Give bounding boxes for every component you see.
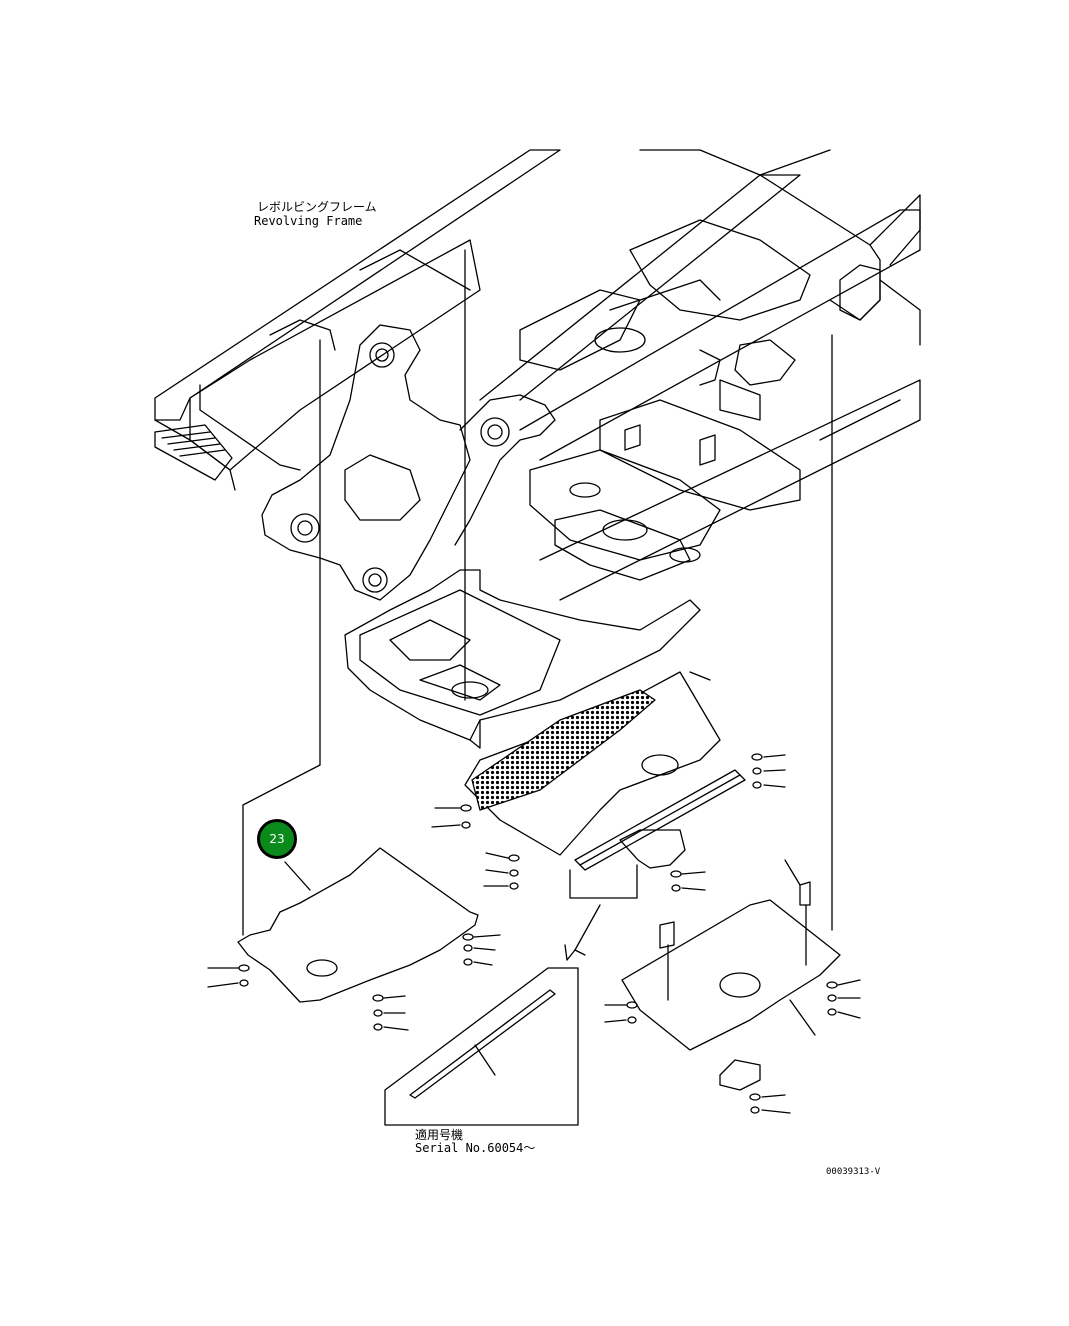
drawing-code: 00039313-V [826,1167,881,1177]
strip-and-cap [564,769,746,961]
revolving-frame-label-jp: レボルビングフレーム [257,200,377,214]
serial-label-jp: 適用号機 [415,1128,464,1142]
serial-variant-box [384,967,579,1126]
part-callout-23[interactable]: 23 [257,819,297,859]
left-cover-plate [237,847,479,1003]
mesh-cover-plate [464,671,721,856]
revolving-frame [154,149,921,931]
serial-label-en: Serial No.60054～ [415,1141,536,1155]
revolving-frame-label-en: Revolving Frame [254,214,363,228]
reference-bracket-left [242,764,321,936]
fasteners [207,753,861,1114]
right-cover-plate [621,859,841,1091]
